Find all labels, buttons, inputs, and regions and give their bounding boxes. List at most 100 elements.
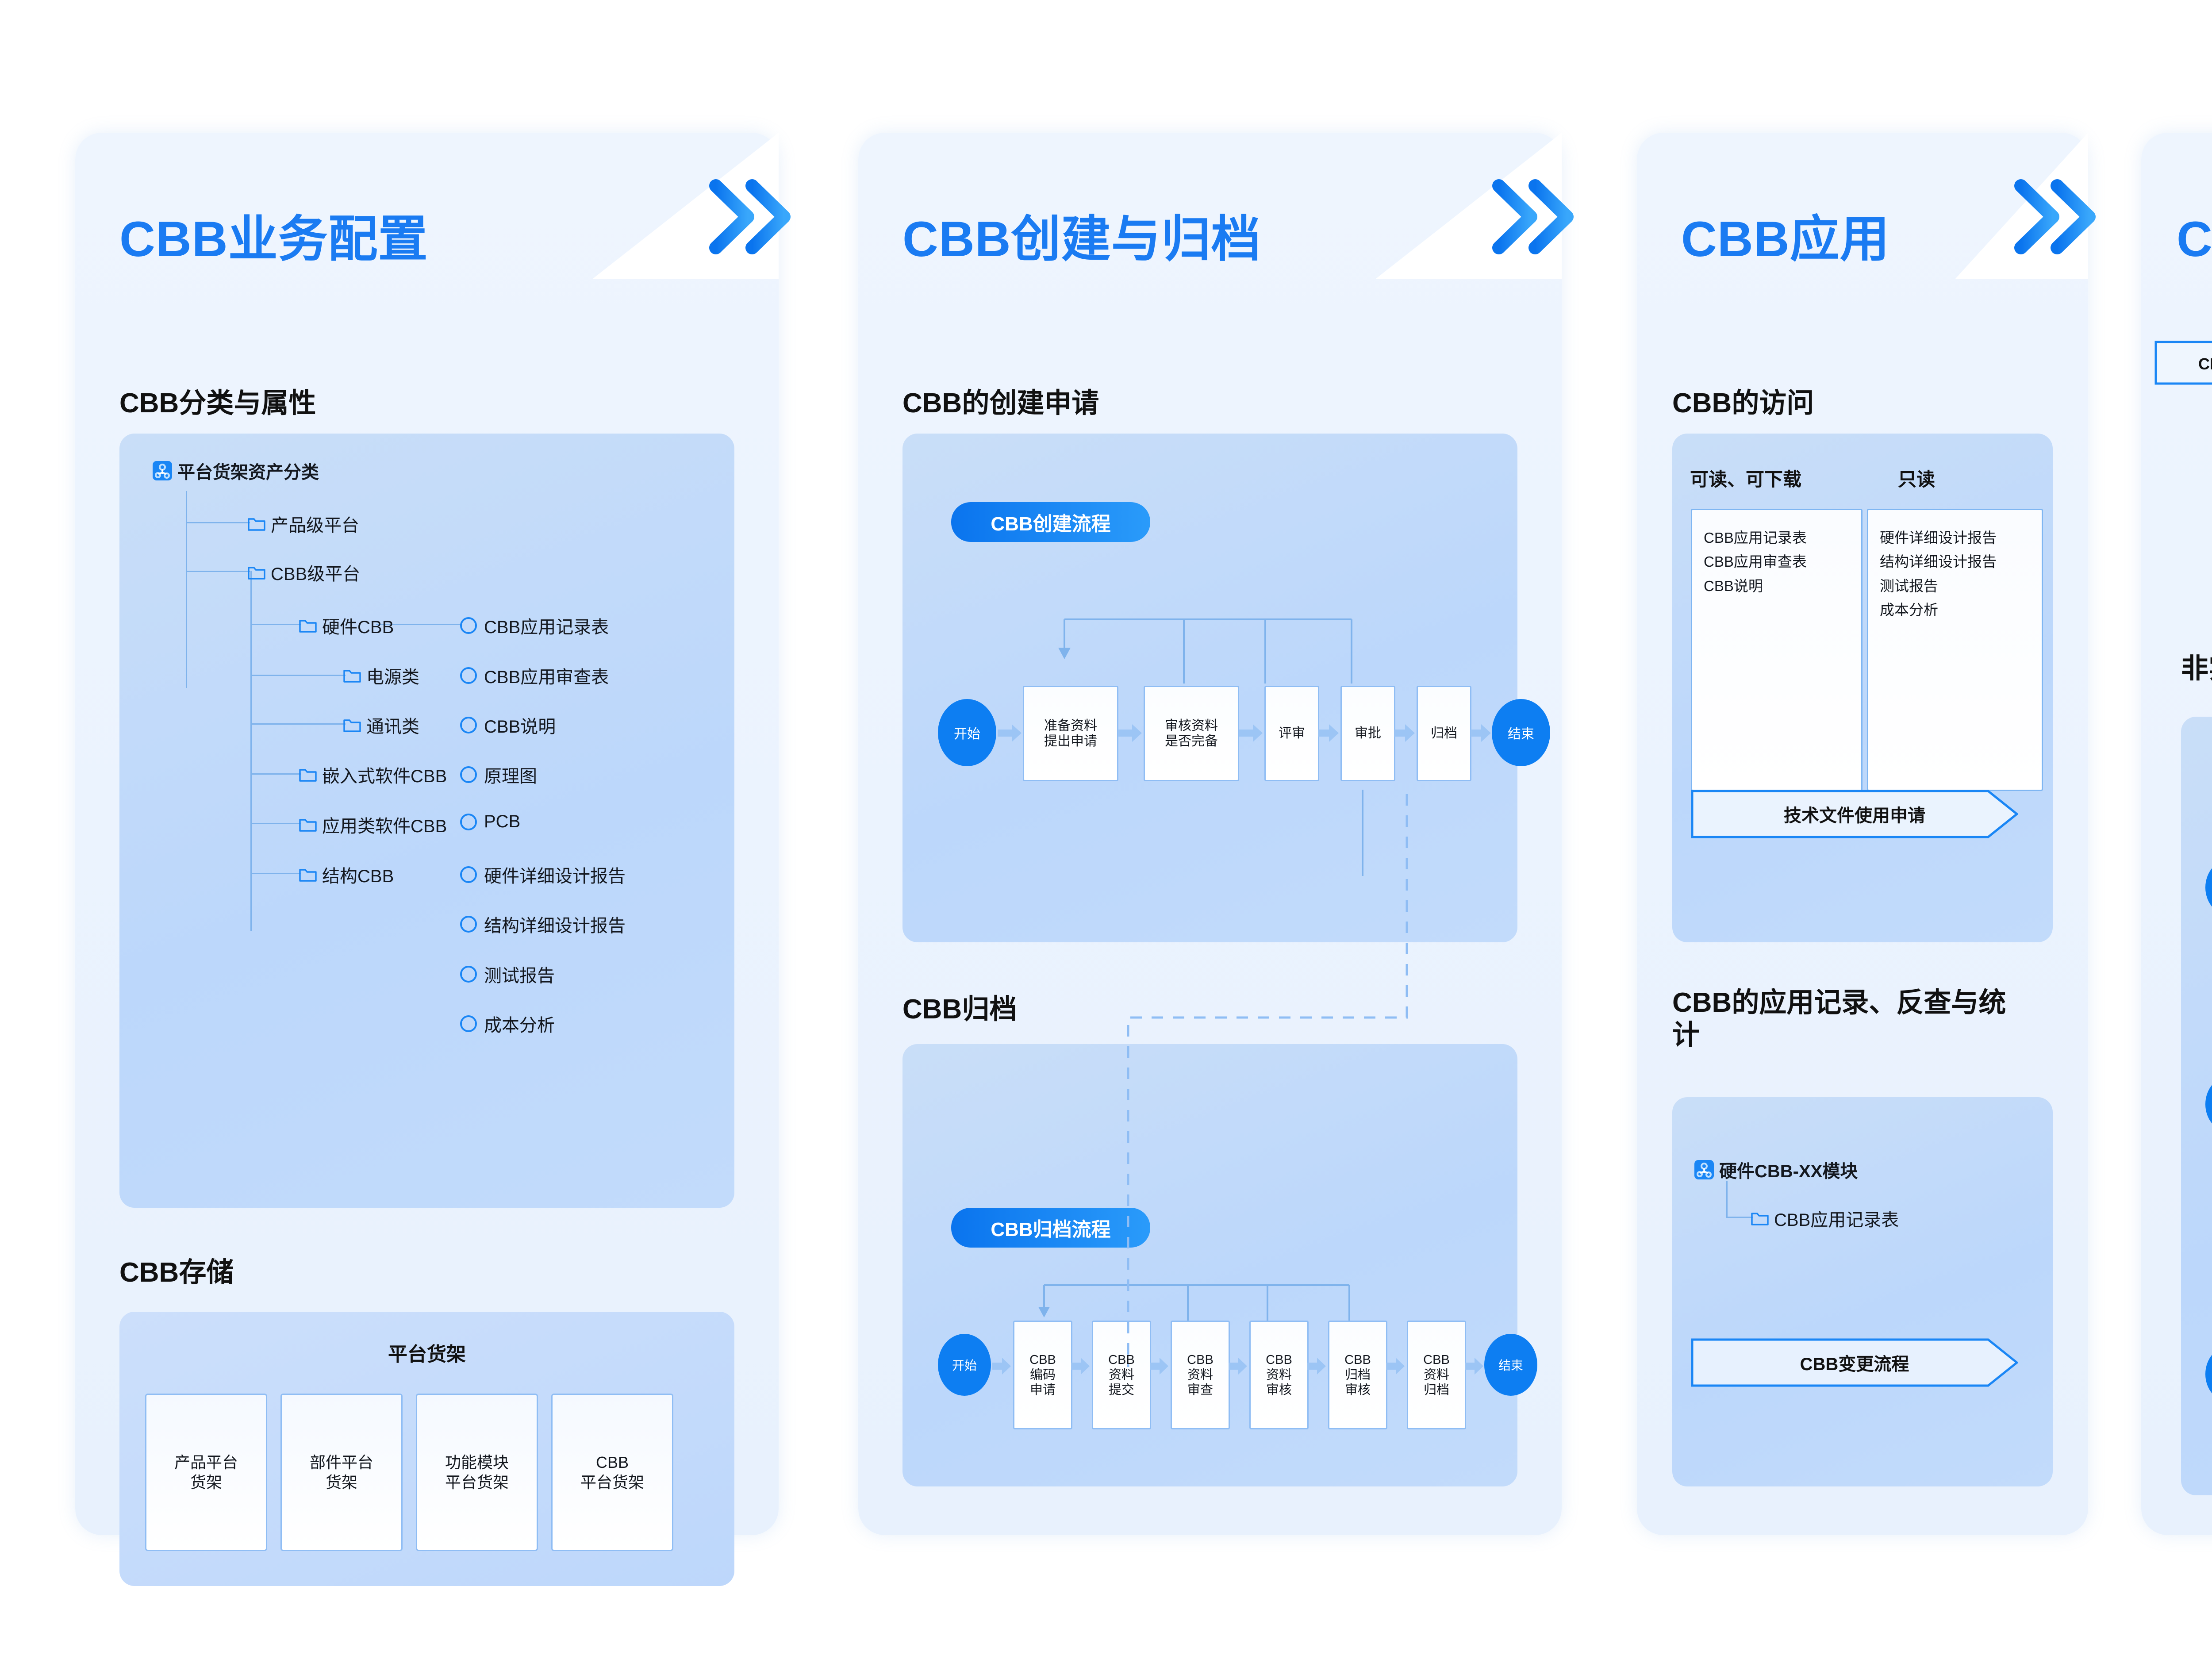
access-header-readable: 可读、可下载 [1690,469,1802,490]
shelf-box[interactable]: CBB 平台货架 [551,1394,673,1551]
folder-icon [248,565,265,580]
access-list-item: 成本分析 [1880,602,1938,618]
tree-line [186,571,250,572]
shelf-box-line2: 平台货架 [580,1473,644,1491]
banner-tech-file-request[interactable]: 技术文件使用申请 [1691,790,2018,838]
folder-icon [299,818,317,832]
tree-node-comm[interactable]: 通讯类 [343,712,419,738]
flow-arrow [1239,724,1263,742]
hierarchy-icon [1694,1160,1714,1179]
tree-node-label: CBB级平台 [271,565,361,584]
flow-start-node: 开始 [938,1334,991,1396]
shelf-box[interactable]: 功能模块 平台货架 [416,1394,538,1551]
banner-label: CBB变更流程 [1800,1355,1909,1374]
tree-node-cbb-platform[interactable]: CBB级平台 [248,560,360,585]
flow-arrow [1394,724,1415,742]
flow-arrow [1318,724,1339,742]
tree-node-label: 硬件CBB [322,618,394,637]
circle-bullet-icon [460,617,477,634]
access-list-item: CBB应用记录表 [1704,530,1807,546]
label-nonentity-cbb-change: 非实体类CBB变更 [2181,653,2212,684]
tree-node-hardware-cbb[interactable]: 硬件CBB [299,613,394,638]
tree-line [186,491,187,688]
flow-step[interactable]: 归档 [1417,686,1471,781]
tree-node-label: 产品级平台 [271,516,359,535]
flow-step[interactable]: 审批 [1340,686,1395,781]
circle-bullet-icon [460,717,477,733]
chevron-double-right-icon-1 [708,177,796,257]
flow-arrow [1118,724,1142,742]
tree-node-product-platform[interactable]: 产品级平台 [248,511,359,537]
shelf-box-line1: 功能模块 [445,1453,509,1471]
attribute-item[interactable]: PCB [460,812,520,832]
tree-root-label: 平台货架资产分类 [177,463,319,482]
column-cbb-application: CBB应用 CBB的访问 可读、可下载 只读 CBB应用记录表 CBB应用审查表… [1637,133,2088,1535]
flow-step[interactable]: 评审 [1264,686,1319,781]
record-child-label: CBB应用记录表 [1774,1210,1899,1230]
flow-pill-create[interactable]: CBB创建流程 [951,502,1150,542]
access-list-readable[interactable]: CBB应用记录表 CBB应用审查表 CBB说明 [1691,509,1863,791]
attribute-item[interactable]: 测试报告 [460,961,555,987]
shelf-box-line2: 货架 [325,1473,357,1491]
folder-icon [248,517,265,531]
access-list-readonly[interactable]: 硬件详细设计报告 结构详细设计报告 测试报告 成本分析 [1867,509,2043,791]
banner-label: 技术文件使用申请 [1784,806,1925,826]
flow-step[interactable]: 准备资料提出申请 [1023,686,1118,781]
tree-node-label: 应用类软件CBB [322,817,447,836]
attribute-item[interactable]: CBB应用审查表 [460,663,609,688]
tree-root-node[interactable]: 平台货架资产分类 [153,458,319,484]
circle-bullet-icon [460,916,477,933]
circle-bullet-icon [460,866,477,883]
attribute-item[interactable]: 硬件详细设计报告 [460,862,626,887]
shelf-box[interactable]: 部件平台 货架 [280,1394,403,1551]
flow-feedback-lines-change-archive [2181,1203,2212,1451]
folder-icon [343,718,361,732]
section-heading-cbb-create-request: CBB的创建申请 [902,388,1099,419]
flow-pill-archive[interactable]: CBB归档流程 [951,1208,1150,1248]
attribute-item[interactable]: 原理图 [460,762,537,787]
flow-arrow [992,1358,1011,1375]
attribute-item[interactable]: 成本分析 [460,1011,555,1037]
tree-node-power[interactable]: 电源类 [343,663,419,688]
tree-node-structure-cbb[interactable]: 结构CBB [299,862,394,887]
access-list-item: 硬件详细设计报告 [1880,530,1997,546]
access-list-item: CBB应用审查表 [1704,553,1807,570]
folder-icon [299,768,317,782]
section-heading-cbb-access: CBB的访问 [1672,388,1814,419]
shelf-box-line1: 部件平台 [309,1453,373,1471]
attribute-item[interactable]: CBB说明 [460,712,556,738]
flow-step[interactable]: 审核资料是否完备 [1144,686,1239,781]
access-list-item: 测试报告 [1880,577,1938,594]
tree-node-label: 电源类 [366,668,419,687]
banner-label: CBB问题报告 [2198,355,2212,373]
banner-cbb-issue-report[interactable]: CBB问题报告 [2154,341,2212,385]
panel-access: 可读、可下载 只读 CBB应用记录表 CBB应用审查表 CBB说明 硬件详细设计… [1672,434,2053,942]
folder-icon [299,618,317,633]
record-child-node[interactable]: CBB应用记录表 [1751,1206,1899,1231]
record-root-node[interactable]: 硬件CBB-XX模块 [1694,1157,1858,1183]
attribute-item[interactable]: CBB应用记录表 [460,613,609,638]
shelf-box[interactable]: 产品平台 货架 [145,1394,267,1551]
folder-icon [1751,1211,1769,1225]
attribute-item[interactable]: 结构详细设计报告 [460,911,626,937]
shelf-box-line1: 产品平台 [174,1453,238,1471]
banner-arrow-shape [1691,790,2018,838]
flow-arrow [1386,1358,1405,1375]
shelf-title: 平台货架 [388,1344,466,1365]
flow-arrow [1307,1358,1326,1375]
column-cbb-create-archive: CBB创建与归档 CBB的创建申请 CBB创建流程 开始 准备资料提出申请 审核… [858,133,1562,1535]
chevron-double-right-icon-3 [2013,177,2101,257]
tree-node-embedded-sw[interactable]: 嵌入式软件CBB [299,762,447,787]
column-title-1: CBB业务配置 [119,211,428,267]
banner-cbb-change-process[interactable]: CBB变更流程 [1691,1338,2018,1387]
tree-node-app-sw[interactable]: 应用类软件CBB [299,812,447,837]
shelf-box-line2: 货架 [190,1473,222,1491]
